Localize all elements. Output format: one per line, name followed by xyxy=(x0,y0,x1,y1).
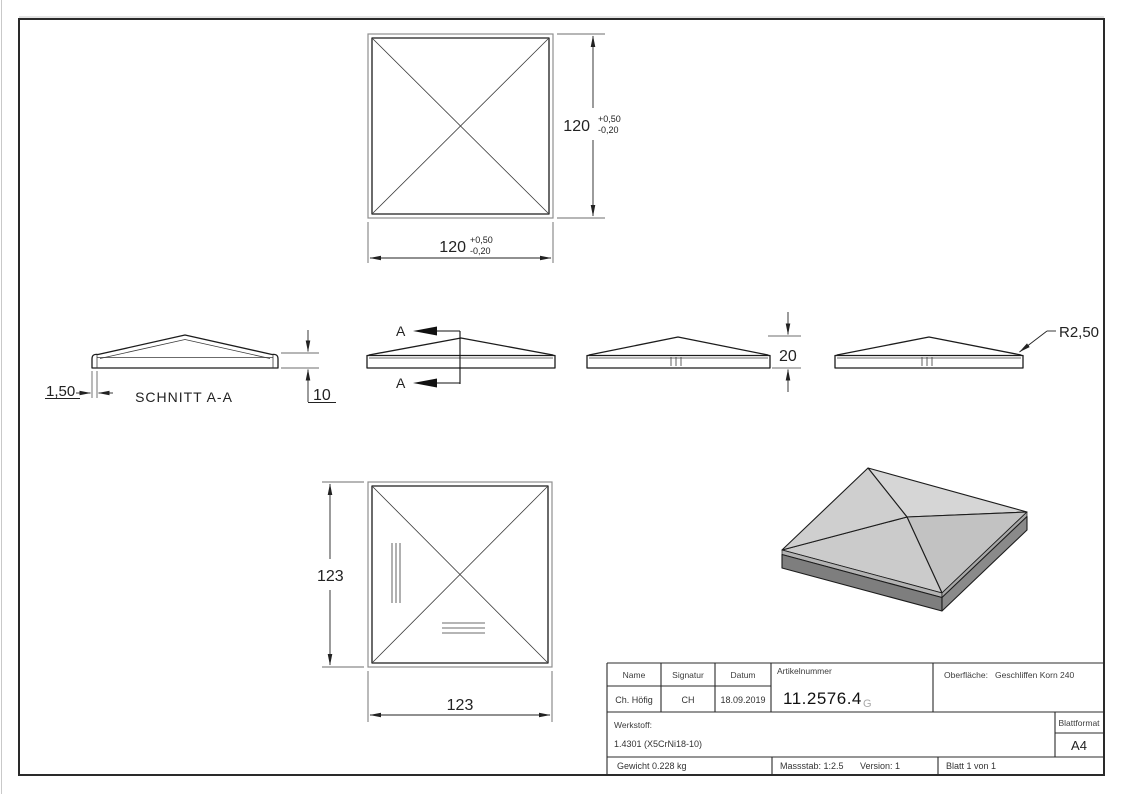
tb-scale: Massstab: 1:2.5 xyxy=(780,761,844,771)
section-title: SCHNITT A-A xyxy=(135,389,233,405)
drawing-border xyxy=(18,18,1105,776)
top-view: 120 +0,50 -0,20 120 +0,50 -0,20 xyxy=(367,33,621,263)
dim-wall-thickness: 1,50 xyxy=(46,383,75,400)
tb-date-value: 18.09.2019 xyxy=(720,695,765,705)
isometric-view xyxy=(781,467,1028,612)
cut-arrow-bottom xyxy=(413,378,437,388)
tb-article-number: 11.2576.4 xyxy=(783,689,862,708)
side-view: 20 xyxy=(586,312,801,392)
tb-material-label: Werkstoff: xyxy=(614,720,652,730)
dim-bottom-height: 123 xyxy=(317,568,344,585)
tb-article-label: Artikelnummer xyxy=(777,666,832,676)
title-block: Name Signatur Datum Artikelnummer Oberfl… xyxy=(606,662,1104,775)
dim-total-height: 20 xyxy=(779,348,797,365)
dim-bottom-width: 123 xyxy=(447,697,474,714)
cut-label-bottom: A xyxy=(396,375,406,391)
tb-name-value: Ch. Höfig xyxy=(615,695,653,705)
cut-arrow-top xyxy=(413,326,437,336)
tb-date-label: Datum xyxy=(730,670,755,680)
tb-weight: Gewicht 0.228 kg xyxy=(617,761,687,771)
tb-sheet: Blatt 1 von 1 xyxy=(946,761,996,771)
tb-signature-label: Signatur xyxy=(672,670,704,680)
tb-signature-value: CH xyxy=(682,695,695,705)
tb-version: Version: 1 xyxy=(860,761,900,771)
tb-surface-value: Geschliffen Korn 240 xyxy=(995,670,1074,680)
tb-surface-label: Oberfläche: xyxy=(944,670,988,680)
tb-name-label: Name xyxy=(623,670,646,680)
bottom-view: 123 123 xyxy=(317,481,553,722)
dim-top-height: 120 xyxy=(563,118,590,135)
section-view: 1,50 SCHNITT A-A 10 xyxy=(45,330,336,405)
dim-top-width: 120 xyxy=(439,239,466,256)
dim-rim-height: 10 xyxy=(313,387,331,404)
iso-face-left xyxy=(781,467,908,551)
dim-top-width-tol-upper: +0,50 xyxy=(470,235,493,245)
tb-sheet-format-label: Blattformat xyxy=(1058,718,1100,728)
dim-top-height-tol-lower: -0,20 xyxy=(598,125,619,135)
dim-radius: R2,50 xyxy=(1059,324,1099,341)
front-view: A A xyxy=(366,323,556,391)
iso-base-right xyxy=(941,515,1028,612)
cut-label-top: A xyxy=(396,323,406,339)
tb-article-suffix: G xyxy=(863,698,872,710)
radius-view: R2,50 xyxy=(834,324,1099,369)
tb-sheet-format-value: A4 xyxy=(1071,738,1087,753)
tb-material-value: 1.4301 (X5CrNi18-10) xyxy=(614,739,702,749)
dim-top-height-tol-upper: +0,50 xyxy=(598,114,621,124)
dim-top-width-tol-lower: -0,20 xyxy=(470,246,491,256)
